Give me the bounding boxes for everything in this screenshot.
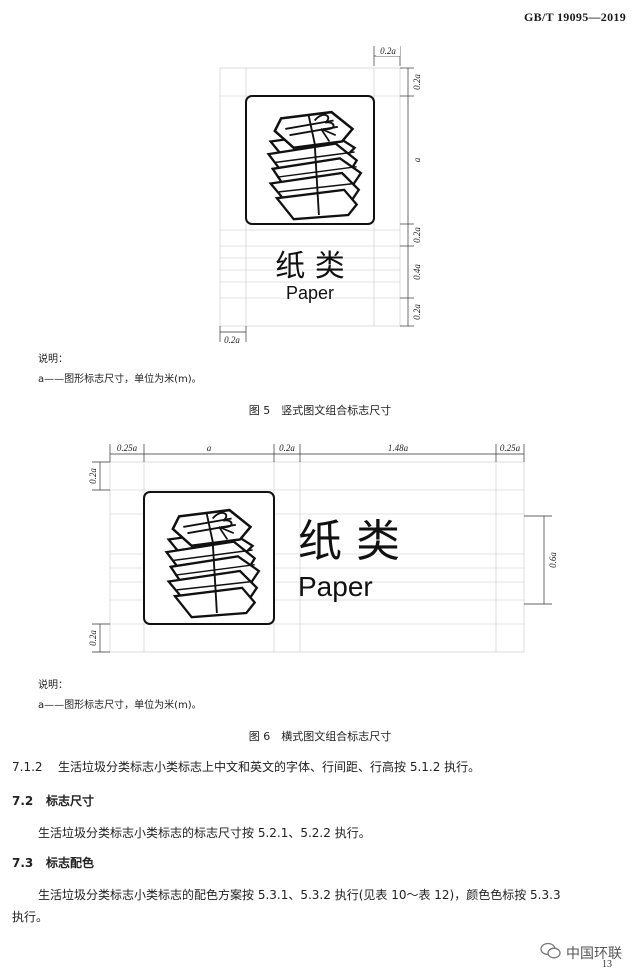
section-number: 7.1.2 xyxy=(12,760,43,774)
dim-icon-height: a xyxy=(412,157,422,162)
section-heading: 标志配色 xyxy=(46,856,95,870)
section-7-3-text-line2: 执行。 xyxy=(12,910,49,924)
page-number: 13 xyxy=(602,959,612,970)
fig6-caption: 图 6 横式图文组合标志尺寸 xyxy=(248,730,392,743)
fig5-caption: 图 5 竖式图文组合标志尺寸 xyxy=(248,404,392,417)
section-7-1-2: 7.1.2 生活垃圾分类标志小类标志上中文和英文的字体、行间距、行高按 5.1.2… xyxy=(12,756,480,778)
standard-code: GB/T 19095—2019 xyxy=(524,10,626,24)
section-7-3-text-line1: 生活垃圾分类标志小类标志的配色方案按 5.3.1、5.3.2 执行(见表 10～… xyxy=(38,888,561,902)
section-number: 7.2 xyxy=(12,794,34,808)
wechat-icon xyxy=(540,942,562,964)
fig5-note-title: 说明： xyxy=(38,354,68,365)
dim-text-zone: 0.4a xyxy=(412,264,422,280)
watermark: 中国环联 xyxy=(540,942,622,964)
sign-chinese-horizontal: 纸 类 xyxy=(298,516,400,567)
section-7-2-text: 生活垃圾分类标志小类标志的标志尺寸按 5.2.1、5.2.2 执行。 xyxy=(38,826,371,840)
dim-bottom-side-margin: 0.2a xyxy=(224,335,240,345)
figure-6-horizontal-sign: 纸 类 Paper 0.25a a 0.2a 1.48a 0.25a 0.2a … xyxy=(84,436,564,656)
dim-top-margin: 0.2a xyxy=(412,74,422,90)
section-heading: 标志尺寸 xyxy=(46,794,95,808)
section-text: 生活垃圾分类标志小类标志上中文和英文的字体、行间距、行高按 5.1.2 执行。 xyxy=(58,760,481,774)
section-7-3-heading: 7.3 标志配色 xyxy=(12,852,94,874)
dim-gap-h: 0.2a xyxy=(279,443,295,453)
dim-bottom-margin: 0.2a xyxy=(412,304,422,320)
watermark-text: 中国环联 xyxy=(566,946,622,962)
dim-gap: 0.2a xyxy=(412,227,422,243)
section-7-2-heading: 7.2 标志尺寸 xyxy=(12,790,94,812)
dim-text-width: 1.48a xyxy=(388,443,409,453)
fig6-note-line: a——图形标志尺寸，单位为米(m)。 xyxy=(38,700,202,711)
dim-right-margin: 0.25a xyxy=(500,443,521,453)
dim-bottom-margin-h: 0.2a xyxy=(88,630,98,646)
dim-left-margin: 0.25a xyxy=(117,443,138,453)
dim-text-height: 0.6a xyxy=(548,552,558,568)
dim-side-margin: 0.2a xyxy=(380,46,396,56)
dim-icon-width: a xyxy=(207,443,212,453)
fig5-note-line: a——图形标志尺寸，单位为米(m)。 xyxy=(38,374,202,385)
figure-5-vertical-sign: 纸 类 Paper 0.2a 0.2a a 0.2a 0.4a 0.2a 0.2… xyxy=(200,40,440,350)
fig6-note-title: 说明： xyxy=(38,680,68,691)
section-number: 7.3 xyxy=(12,856,34,870)
dim-top-margin-h: 0.2a xyxy=(88,468,98,484)
sign-chinese: 纸 类 xyxy=(275,249,345,284)
sign-english-horizontal: Paper xyxy=(298,571,373,602)
sign-english: Paper xyxy=(286,283,334,303)
